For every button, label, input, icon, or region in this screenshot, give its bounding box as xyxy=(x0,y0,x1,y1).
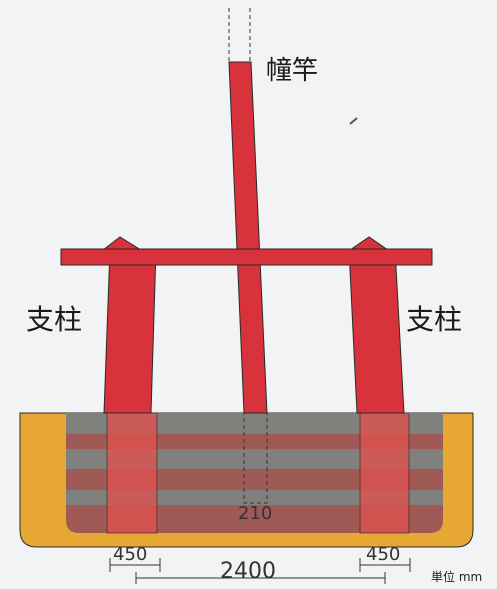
pole-width-dimension: 210 xyxy=(238,503,273,524)
layer-red-3 xyxy=(66,505,443,533)
right-post-width-dimension: 450 xyxy=(366,544,401,565)
support-right-label: 支柱 xyxy=(406,303,463,336)
layer-gray-1 xyxy=(66,413,443,434)
pole xyxy=(228,61,268,414)
left-post-width-dimension: 450 xyxy=(113,544,148,565)
layer-red-1 xyxy=(66,434,443,449)
left-post-buried xyxy=(106,412,158,534)
right-post-buried xyxy=(359,412,410,534)
span-dimension: 2400 xyxy=(220,559,276,584)
foundation-layers xyxy=(66,413,443,533)
layer-gray-3 xyxy=(66,490,443,505)
crossbeam xyxy=(60,248,433,266)
smudge-mark xyxy=(349,117,358,125)
right-post xyxy=(348,248,405,414)
right-post-cap xyxy=(348,236,390,251)
unit-label: 単位 mm xyxy=(431,570,483,584)
support-left-label: 支柱 xyxy=(26,303,83,336)
left-post-cap xyxy=(101,236,143,251)
left-post xyxy=(103,248,157,414)
layer-red-2 xyxy=(66,469,443,490)
layer-gray-2 xyxy=(66,449,443,469)
pole-label: 幢竿 xyxy=(266,56,319,86)
dimension-lines xyxy=(109,558,411,584)
